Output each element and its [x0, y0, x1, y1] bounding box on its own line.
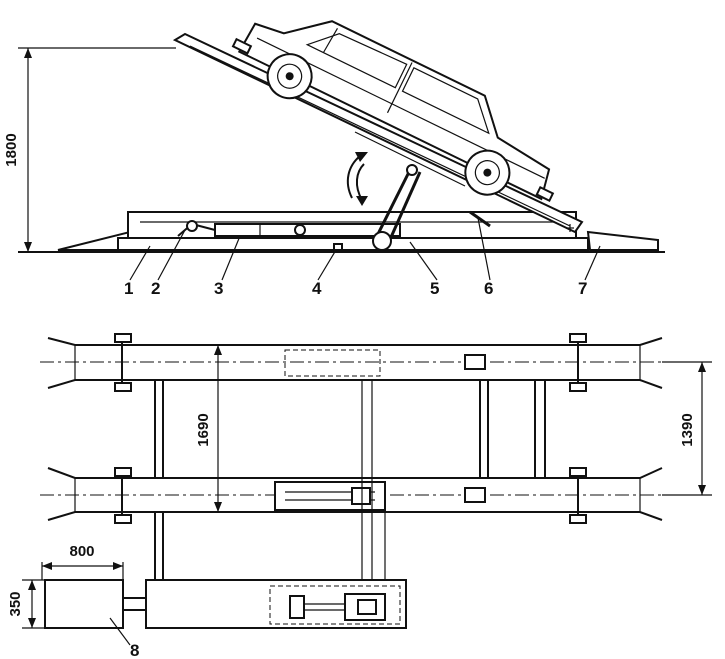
- cross-members: [154, 380, 546, 582]
- cylinder-joint: [294, 224, 306, 236]
- side-view: 1800 1 2 3 4 5 6 7: [3, 20, 665, 298]
- base-frame: [117, 237, 589, 251]
- label-6: 6: [484, 279, 493, 298]
- right-approach-ramp: [586, 230, 659, 251]
- height-dimension: 1800: [3, 47, 176, 252]
- label-2: 2: [151, 279, 160, 298]
- bottom-rail: [40, 467, 680, 524]
- plan-view: 1690 1390 800 350: [7, 333, 712, 659]
- top-rail: [40, 333, 680, 392]
- label-1: 1: [124, 279, 133, 298]
- car: [231, 20, 555, 202]
- label-8: 8: [130, 641, 139, 659]
- dim-unit-height: 350: [7, 591, 24, 616]
- valve-part: [333, 243, 343, 251]
- label-7: 7: [578, 279, 587, 298]
- dim-unit-width: 800: [69, 543, 94, 560]
- car-body: [237, 20, 551, 201]
- label-3: 3: [214, 279, 223, 298]
- leader-lines: [129, 217, 601, 281]
- dim-height: 1800: [3, 133, 20, 166]
- rotation-arrow-icon: [346, 152, 368, 206]
- dim-1390-line: 1390: [662, 361, 712, 496]
- rear-support: [469, 210, 491, 228]
- hydraulic-cylinder: [214, 223, 401, 237]
- dim-outer-width: 1390: [679, 413, 696, 446]
- label-5: 5: [430, 279, 439, 298]
- label-4: 4: [312, 279, 322, 298]
- pump-unit: 800 350 8: [7, 543, 146, 659]
- pump-box: [44, 579, 124, 629]
- dim-1690-line: 1690: [195, 345, 222, 512]
- dim-inner-width: 1690: [195, 413, 212, 446]
- lever-pivot: [186, 220, 198, 232]
- strut-pivot: [372, 231, 392, 251]
- cylinder-housing: [145, 579, 407, 629]
- lift-strut: [373, 169, 412, 241]
